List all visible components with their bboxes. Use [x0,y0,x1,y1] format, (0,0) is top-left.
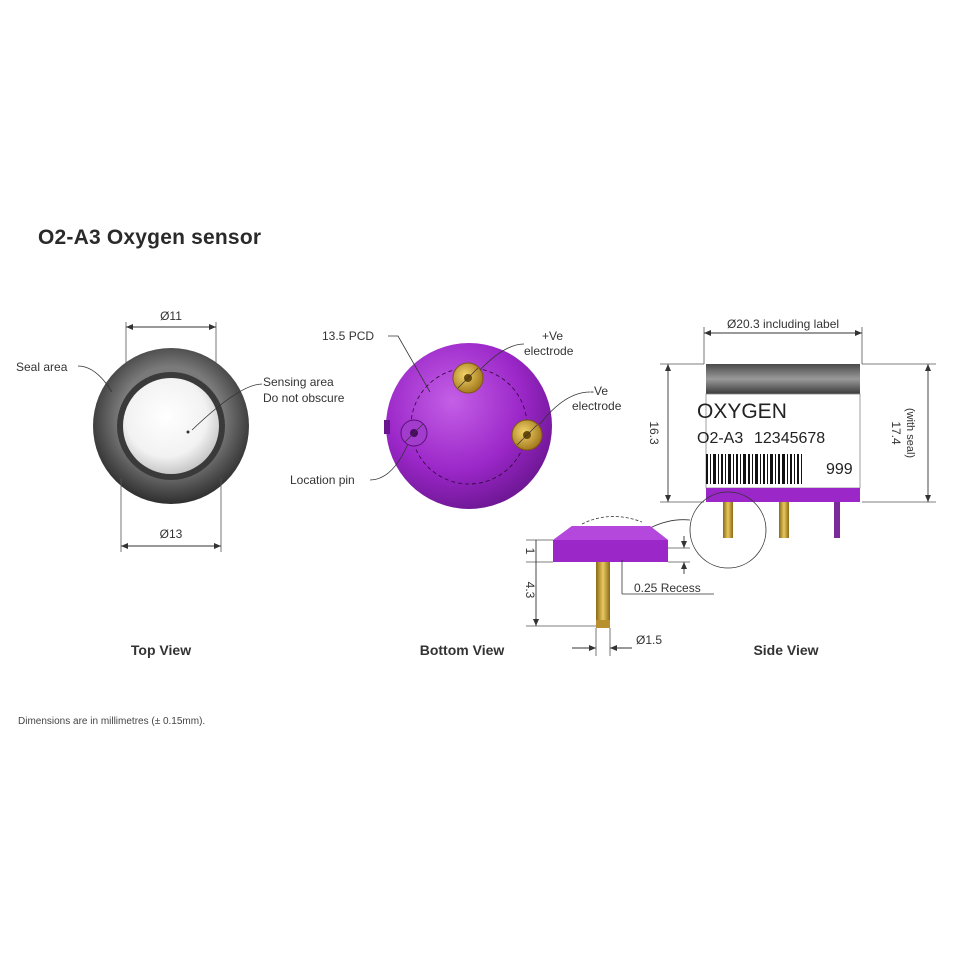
positive-electrode [452,362,484,394]
sensing-membrane [123,378,219,474]
dim-height: 16.3 [647,421,661,445]
side-view: Ø20.3 including label OXYGEN O2-A3 12345… [647,317,936,569]
seal-area-label: Seal area [16,360,68,374]
location-pin [400,419,428,447]
label-model: O2-A3 [697,430,743,447]
neg-electrode-label-2: electrode [572,399,622,413]
label-oxygen: OXYGEN [697,400,787,423]
neg-electrode-label: -Ve [590,384,608,398]
pos-electrode-label: +Ve [542,329,563,343]
bottom-body [386,343,552,509]
pcd-label: 13.5 PCD [322,329,374,343]
dim-seal-note: (with seal) [904,408,916,458]
recess-label: 0.25 Recess [634,581,701,595]
detail-callout-circle [689,491,767,569]
pin-diameter-label: Ø1.5 [636,633,662,647]
pos-electrode-label-2: electrode [524,344,574,358]
bottom-view-label: Bottom View [419,642,505,658]
footnote: Dimensions are in millimetres (± 0.15mm)… [18,716,206,727]
location-pin-label: Location pin [290,473,355,487]
label-batch: 999 [826,461,853,478]
side-pin-1 [723,502,733,538]
dim-diameter-13: Ø13 [160,527,183,541]
top-view: Ø11 Seal area Sensing area Do not obscur… [16,309,345,552]
sensing-area-label: Sensing area [263,375,334,389]
dim-diameter-11: Ø11 [160,309,182,323]
dim-width: Ø20.3 including label [727,317,839,331]
side-view-label: Side View [753,642,819,658]
label-serial: 12345678 [754,430,825,447]
page-title: O2-A3 Oxygen sensor [38,226,262,249]
pin-detail: 1 4.3 0.25 Recess Ø1.5 [523,516,714,656]
dim-pin-length: 4.3 [523,582,537,599]
dim-base-thickness: 1 [523,548,537,555]
negative-electrode [511,419,543,451]
do-not-obscure-label: Do not obscure [263,391,345,405]
detail-pin [596,562,610,626]
dim-seal-height: 17.4 [889,421,903,445]
barcode [706,454,802,484]
side-base [706,488,860,502]
bottom-view: 13.5 PCD +Ve electrode -Ve electrode Loc… [290,329,622,509]
side-pin-2 [779,502,789,538]
side-pin-3 [834,502,840,538]
top-view-label: Top View [130,642,192,658]
side-cap [706,364,860,394]
